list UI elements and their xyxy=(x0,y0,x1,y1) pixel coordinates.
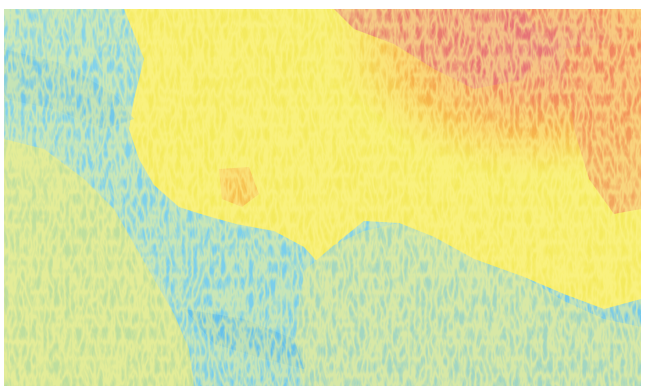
raster-canvas xyxy=(4,9,641,386)
heatmap-raster xyxy=(4,9,641,386)
grain-texture xyxy=(4,9,641,386)
